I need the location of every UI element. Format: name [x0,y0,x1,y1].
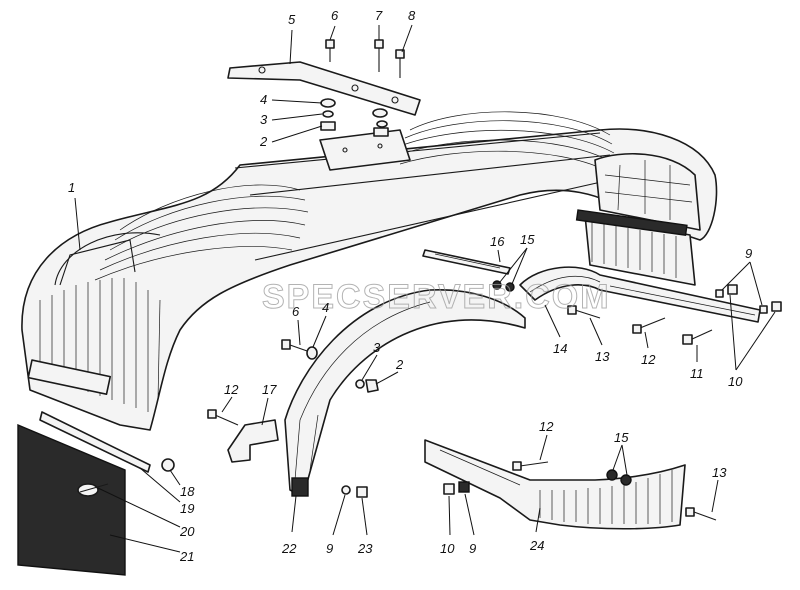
callout-4: 4 [260,92,267,107]
nuts-lower-10-9 [443,481,470,495]
lower-bracket [424,439,717,530]
callout-8: 8 [408,8,416,23]
top-bolts [325,39,405,78]
callout-19: 19 [180,501,194,516]
callout-3: 3 [260,112,268,127]
callout-9-bottom: 9 [469,541,476,556]
callout-1: 1 [68,180,75,195]
support-rod [422,249,511,275]
nuts-15-lower [606,469,632,486]
callout-14: 14 [553,341,567,356]
callout-12: 12 [641,352,656,367]
callout-12-lower: 12 [539,419,554,434]
callout-13: 13 [595,349,610,364]
callout-13-lower: 13 [712,465,727,480]
callout-23: 23 [357,541,373,556]
callout-6-mid: 6 [292,304,300,319]
callout-9: 9 [745,246,752,261]
callout-24: 24 [529,538,544,553]
callout-9-lower: 9 [326,541,333,556]
right-fasteners [567,284,782,345]
mid-nut [355,379,379,393]
mounting-bracket-plate [227,61,421,116]
bracket-17 [207,409,279,463]
callout-10: 10 [728,374,743,389]
nuts-9-23 [341,485,368,498]
callout-22: 22 [281,541,297,556]
nuts-15 [492,280,515,292]
fender-assembly [21,111,718,431]
callout-10-lower: 10 [440,541,455,556]
washer-nut-stack [320,98,389,137]
callout-11: 11 [690,366,704,381]
callout-21: 21 [179,549,194,564]
callout-15: 15 [520,232,535,247]
arch-support [284,288,526,497]
callout-18: 18 [180,484,195,499]
watermark-text: SPECSERVER.COM [262,278,611,316]
callout-20: 20 [179,524,195,539]
callout-15-lower: 15 [614,430,629,445]
mid-bolt [281,339,318,360]
inner-shield [575,209,696,286]
callout-6: 6 [331,8,339,23]
callout-5: 5 [288,12,296,27]
mud-flap [17,411,175,576]
callout-16: 16 [490,234,505,249]
callout-7: 7 [375,8,383,23]
callout-12-left: 12 [224,382,239,397]
callout-3-mid: 3 [373,340,381,355]
callout-2-mid: 2 [395,357,404,372]
callout-17: 17 [262,382,277,397]
callout-labels: 1 2 3 4 5 6 7 8 9 10 11 12 13 14 15 16 6… [68,8,752,564]
callout-4-mid: 4 [322,300,329,315]
callout-2: 2 [259,134,268,149]
leader-lines [74,24,776,553]
